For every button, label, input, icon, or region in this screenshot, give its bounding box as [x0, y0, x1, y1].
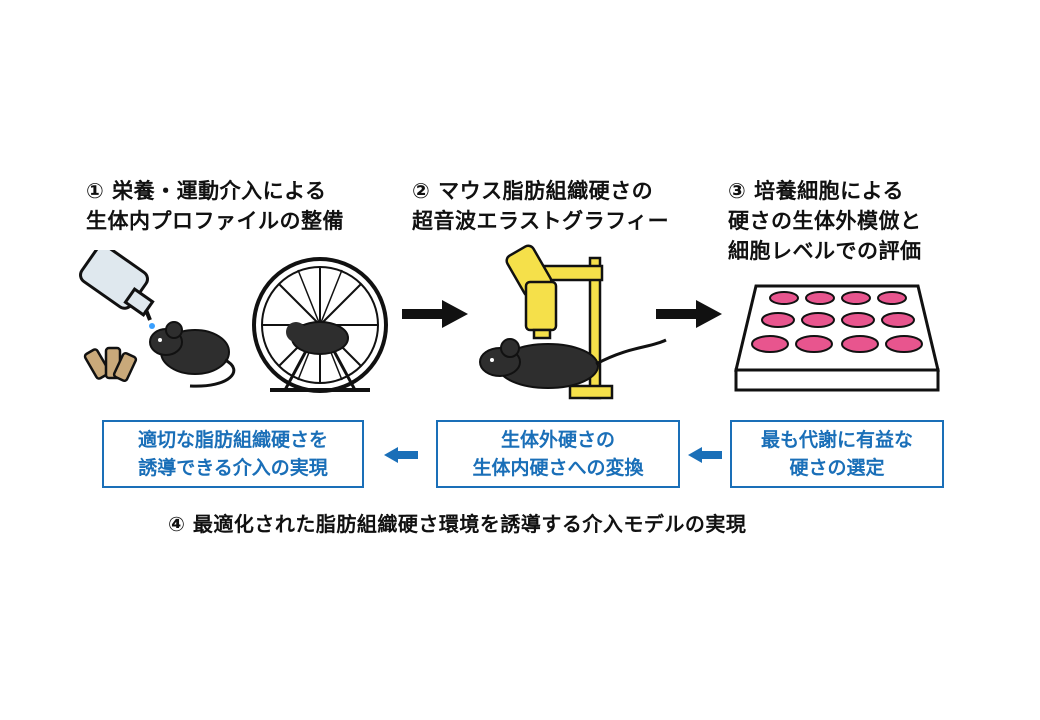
- water-bottle-icon: [79, 250, 155, 329]
- arrow-left-icon: [688, 447, 722, 463]
- arrow-right-icon: [402, 300, 468, 328]
- well-plate-illustration: [734, 284, 940, 392]
- arrow-right-icon: [656, 300, 722, 328]
- outcome-box: 適切な脂肪組織硬さを 誘導できる介入の実現: [102, 420, 364, 488]
- step2-title: ② マウス脂肪組織硬さの 超音波エラストグラフィー: [412, 179, 670, 233]
- mouse-icon: [149, 321, 236, 388]
- ultrasound-elastography-illustration: [479, 244, 667, 400]
- step1-title: ① 栄養・運動介入による 生体内プロファイルの整備: [86, 179, 344, 233]
- arrow-left-icon: [384, 447, 418, 463]
- food-pellets-icon: [83, 346, 138, 383]
- nutrition-exercise-illustration: [79, 250, 388, 393]
- final-goal-caption: ④ 最適化された脂肪組織硬さ環境を誘導する介入モデルの実現: [168, 512, 747, 536]
- well-plate-icon: [734, 284, 940, 392]
- step3-title: ③ 培養細胞による 硬さの生体外模倣と 細胞レベルでの評価: [728, 179, 922, 263]
- exercise-wheel-icon: [252, 257, 388, 393]
- ultrasound-probe-icon: [505, 244, 614, 400]
- mouse-icon: [479, 338, 667, 389]
- selection-box: 最も代謝に有益な 硬さの選定: [730, 420, 944, 488]
- conversion-box: 生体外硬さの 生体内硬さへの変換: [436, 420, 680, 488]
